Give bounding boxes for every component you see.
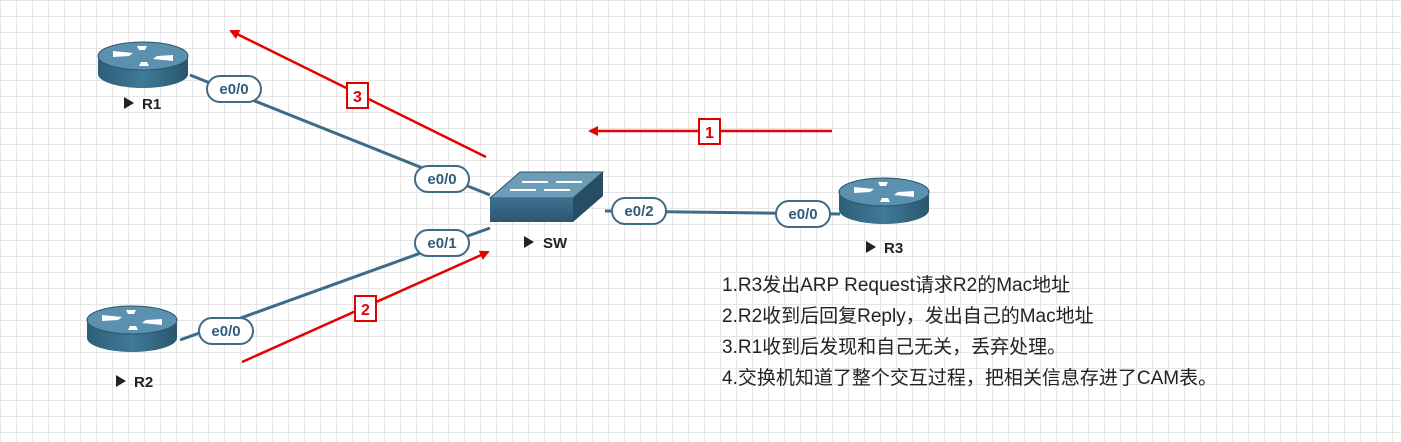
switch-sw[interactable]: SW	[488, 171, 605, 252]
port-r3-e00: e0/0	[775, 200, 831, 228]
step3-number: 3	[353, 89, 362, 106]
r3-name: R3	[884, 240, 903, 257]
router-r3[interactable]: R3	[838, 177, 930, 257]
note-line: 2.R2收到后回复Reply，发出自己的Mac地址	[722, 306, 1094, 327]
r2-label: R2	[116, 374, 153, 391]
port-label: e0/2	[624, 203, 653, 220]
step1-box: 1	[698, 118, 721, 145]
step1-number: 1	[705, 125, 714, 142]
port-label: e0/0	[211, 323, 240, 340]
port-r1-e00: e0/0	[206, 75, 262, 103]
step-labels: 1 2 3	[346, 82, 721, 322]
r2-name: R2	[134, 374, 153, 391]
switch-icon	[488, 171, 605, 222]
note-line: 4.交换机知道了整个交互过程，把相关信息存进了CAM表。	[722, 368, 1218, 389]
port-sw-e00: e0/0	[414, 165, 470, 193]
sw-name: SW	[543, 235, 568, 252]
port-labels: e0/0 e0/0 e0/1 e0/0 e0/2 e0/0	[198, 75, 831, 345]
router-r2[interactable]: R2	[86, 305, 178, 391]
port-sw-e02: e0/2	[611, 197, 667, 225]
step2-box: 2	[354, 295, 377, 322]
port-label: e0/0	[788, 206, 817, 223]
sw-label: SW	[524, 235, 568, 252]
port-label: e0/0	[427, 171, 456, 188]
port-sw-e01: e0/1	[414, 229, 470, 257]
r1-label: R1	[124, 96, 161, 113]
router-icon	[97, 41, 189, 88]
port-label: e0/0	[219, 81, 248, 98]
port-r2-e00: e0/0	[198, 317, 254, 345]
step3-box: 3	[346, 82, 369, 109]
explanation-notes: 1.R3发出ARP Request请求R2的Mac地址 2.R2收到后回复Rep…	[722, 270, 1217, 394]
router-r1[interactable]: R1	[97, 41, 189, 113]
r3-label: R3	[866, 240, 903, 257]
step2-number: 2	[361, 302, 370, 319]
port-label: e0/1	[427, 235, 456, 252]
note-line: 1.R3发出ARP Request请求R2的Mac地址	[722, 275, 1071, 296]
router-icon	[86, 305, 178, 352]
router-icon	[838, 177, 930, 224]
r1-name: R1	[142, 96, 161, 113]
note-line: 3.R1收到后发现和自己无关，丢弃处理。	[722, 337, 1067, 358]
